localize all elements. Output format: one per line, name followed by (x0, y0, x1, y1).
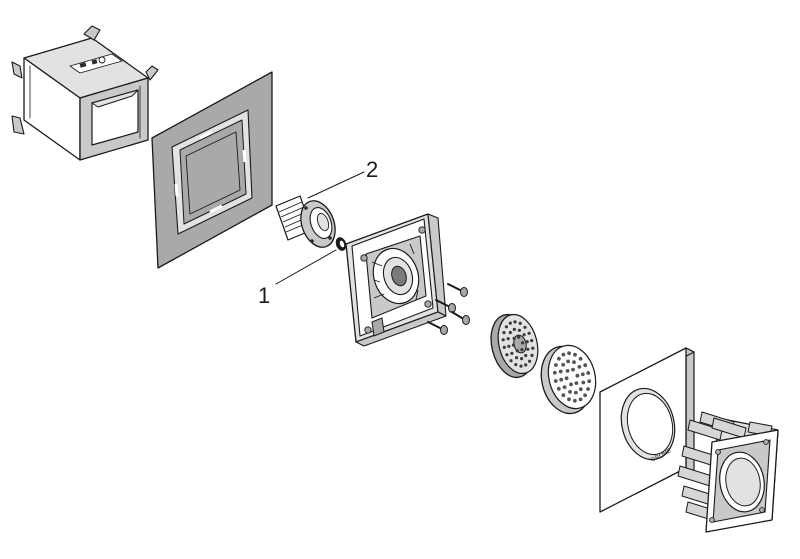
cover-plate: GROHE (599, 347, 695, 513)
nozzle (561, 362, 566, 367)
nozzle (554, 363, 558, 367)
nozzle (508, 330, 512, 335)
screw (427, 321, 448, 335)
face-nozzles (552, 351, 592, 403)
nozzle (586, 387, 590, 391)
nozzle (523, 325, 527, 329)
nozzle (583, 363, 588, 368)
nozzle (574, 390, 578, 395)
nozzle (562, 385, 567, 389)
nozzle (552, 370, 557, 375)
nozzle (578, 397, 583, 402)
nozzle (515, 356, 519, 360)
nozzle (561, 393, 566, 398)
nozzle (524, 363, 528, 367)
callout-label-2: 2 (366, 157, 378, 182)
nozzle (571, 367, 575, 372)
nozzle (578, 356, 583, 361)
nozzle (573, 398, 577, 403)
nozzle (515, 349, 519, 353)
nozzle (520, 348, 524, 352)
spray-disc (490, 313, 539, 379)
nozzle (566, 359, 570, 364)
nozzle (569, 382, 573, 387)
nozzle (559, 377, 564, 382)
nozzle (522, 333, 526, 337)
nozzle (512, 327, 517, 331)
callout-label-1: 1 (258, 283, 270, 308)
nozzle (519, 364, 523, 368)
callout-leaders (275, 171, 365, 285)
screw (435, 299, 456, 313)
nozzle (509, 359, 513, 363)
nozzle (508, 321, 512, 325)
screw (451, 311, 470, 325)
nozzle (510, 351, 514, 355)
nozzle (556, 386, 561, 391)
nozzle (561, 352, 566, 357)
nozzle (526, 347, 530, 351)
nozzle (573, 352, 577, 357)
disc-nozzles (501, 320, 535, 368)
nozzle (512, 336, 516, 340)
nozzle (567, 397, 571, 402)
nozzle (577, 365, 582, 369)
nozzle (530, 353, 534, 357)
nozzle (517, 328, 522, 332)
nozzle (521, 341, 525, 345)
nozzle (531, 346, 535, 350)
nozzle (502, 331, 506, 335)
nozzle (506, 337, 510, 341)
nozzle (524, 353, 528, 358)
install-box (11, 25, 159, 161)
nozzle (581, 380, 586, 385)
nozzle (575, 373, 580, 378)
nozzle (572, 360, 576, 364)
nozzle (586, 371, 591, 375)
nozzle (504, 325, 508, 329)
nozzle (525, 340, 529, 344)
mounting-bracket (345, 213, 447, 347)
nozzle (567, 351, 571, 356)
nozzle (553, 379, 558, 383)
nozzle (583, 393, 587, 398)
nozzle (527, 331, 531, 335)
nozzle (501, 338, 505, 342)
nozzle (564, 376, 569, 381)
plaster-guard (677, 411, 779, 533)
threaded-connector (275, 195, 336, 248)
nozzle (518, 321, 522, 325)
nozzle (502, 345, 506, 349)
nozzle (513, 320, 517, 324)
sealing-plate (151, 71, 273, 269)
nozzle (520, 357, 524, 361)
nozzle (517, 335, 521, 339)
nozzle (528, 359, 532, 363)
nozzle (511, 343, 515, 347)
nozzle (580, 372, 585, 377)
spray-face (540, 344, 597, 415)
nozzle (505, 353, 509, 357)
nozzle (557, 356, 561, 361)
nozzle (558, 369, 563, 374)
nozzle (578, 387, 583, 392)
nozzle (568, 390, 572, 394)
screws (427, 283, 470, 335)
nozzle (565, 369, 570, 373)
nozzle (587, 379, 592, 384)
o-ring (335, 237, 347, 251)
nozzle (530, 339, 534, 343)
nozzle (574, 381, 579, 385)
nozzle (514, 363, 518, 367)
nozzle (507, 344, 511, 348)
screw (447, 283, 468, 297)
